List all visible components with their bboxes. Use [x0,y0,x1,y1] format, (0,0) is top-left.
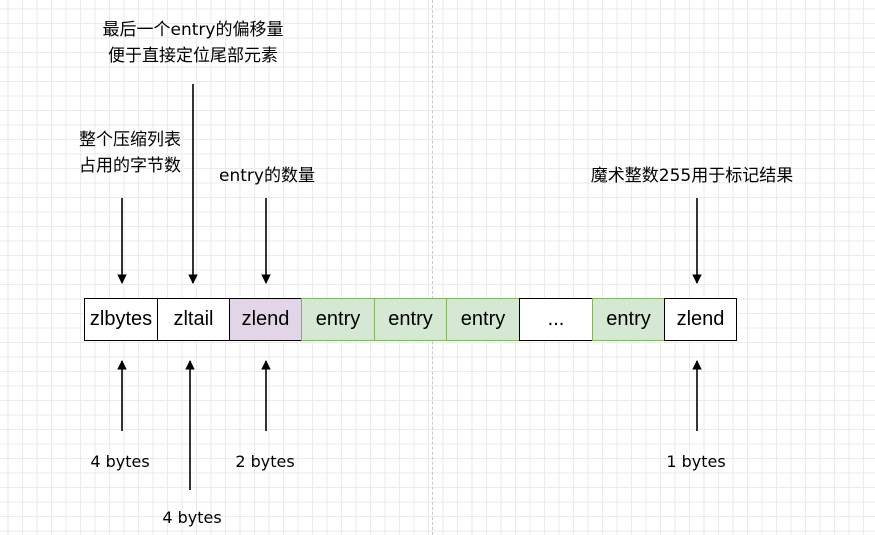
bytes-label-zllen: 2 bytes [235,452,295,471]
annotation-line: 整个压缩列表 [79,130,181,150]
cell-entry-4: entry [592,298,665,341]
annotation-total-bytes: 整个压缩列表 占用的字节数 [70,127,190,179]
annotation-line: 便于直接定位尾部元素 [108,46,278,66]
annotation-last-entry-offset: 最后一个entry的偏移量 便于直接定位尾部元素 [93,17,293,69]
bytes-label-zlbytes: 4 bytes [90,452,150,471]
cell-entry-3: entry [446,298,520,341]
cell-zllen: zlend [229,298,302,341]
cell-label: entry [315,308,361,330]
bytes-label-zltail: 4 bytes [162,508,222,527]
cell-ellipsis: ... [519,298,593,341]
annotation-entry-count: entry的数量 [219,166,315,186]
cell-zltail: zltail [157,298,230,341]
cell-label: entry [606,308,651,330]
cell-zlend: zlend [664,298,737,341]
annotation-line: 最后一个entry的偏移量 [102,20,284,40]
dashed-separator [432,0,433,535]
cell-label: entry [460,308,506,330]
annotation-magic-end: 魔术整数255用于标记结果 [590,166,794,186]
annotation-line: 占用的字节数 [79,156,181,176]
cell-label: ... [547,308,565,330]
cell-entry-1: entry [301,298,375,341]
cell-label: zlbytes [89,308,153,330]
cell-label: entry [388,308,433,330]
cell-label: zlend [241,308,290,330]
bytes-label-zlend: 1 bytes [666,452,726,471]
cell-label: zlend [676,308,725,330]
cell-label: zltail [173,308,214,330]
